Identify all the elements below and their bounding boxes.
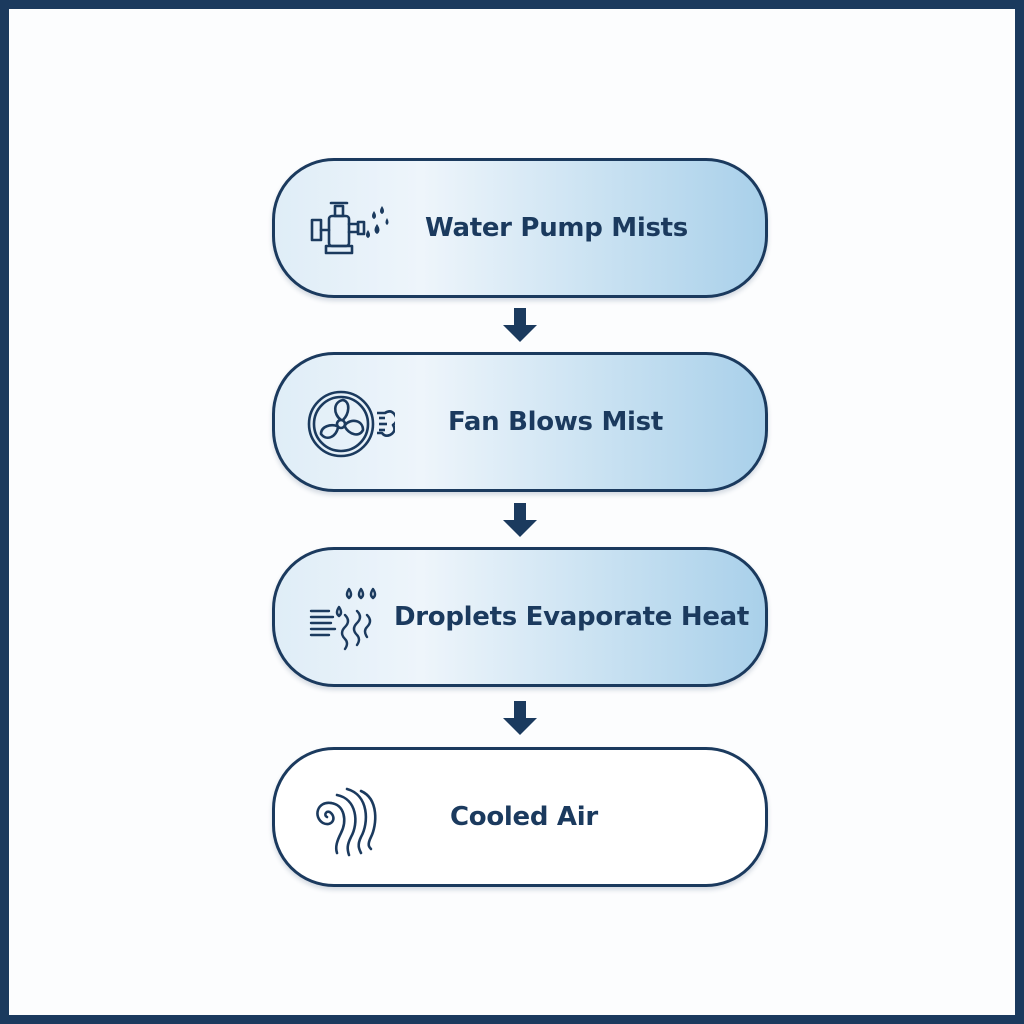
step-label: Droplets Evaporate Heat — [394, 602, 750, 632]
step-cooled-air: Cooled Air — [272, 747, 768, 887]
down-arrow-icon — [503, 503, 537, 537]
water-pump-icon — [310, 201, 389, 255]
down-arrow-icon — [503, 701, 537, 735]
fan-icon — [307, 390, 395, 458]
step-label: Fan Blows Mist — [448, 407, 663, 437]
cooled-air-icon — [316, 787, 377, 857]
step-label: Cooled Air — [450, 802, 598, 832]
step-fan-blows-mist: Fan Blows Mist — [272, 352, 768, 492]
droplets-evaporate-icon — [309, 587, 377, 651]
step-water-pump-mists: Water Pump Mists — [272, 158, 768, 298]
step-droplets-evaporate-heat: Droplets Evaporate Heat — [272, 547, 768, 687]
step-label: Water Pump Mists — [425, 213, 688, 243]
down-arrow-icon — [503, 308, 537, 342]
